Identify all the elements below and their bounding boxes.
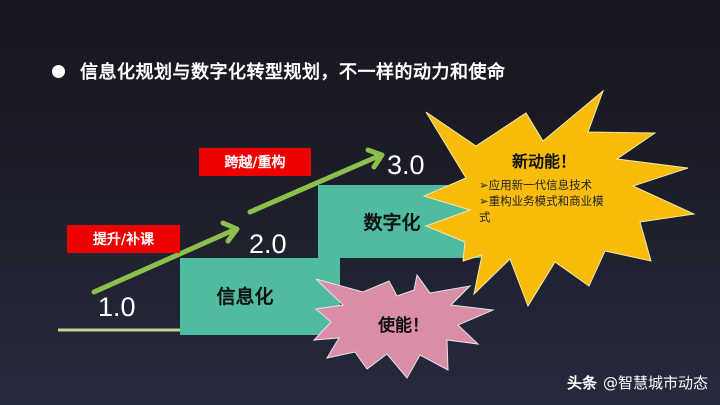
tag-upgrade: 提升/补课	[67, 225, 180, 253]
title-row: 信息化规划与数字化转型规划，不一样的动力和使命	[52, 58, 506, 84]
burst-new-energy	[422, 89, 696, 308]
level-2-label: 2.0	[249, 229, 287, 259]
burst-new-energy-title: 新动能！	[512, 152, 577, 171]
burst-empower	[312, 273, 495, 379]
bullet-icon	[52, 64, 65, 78]
level-1-label: 1.0	[98, 292, 136, 322]
list-item: ➢重构业务模式和商业模	[479, 194, 604, 208]
tag-leap: 跨越/重构	[199, 148, 311, 176]
burst-new-energy-list: ➢应用新一代信息技术 ➢重构业务模式和商业模 式	[479, 177, 629, 225]
burst-empower-title: 使能！	[378, 316, 429, 336]
list-item: ➢应用新一代信息技术	[479, 178, 593, 192]
watermark-source: 头条	[566, 374, 597, 392]
arrow-icon	[91, 220, 240, 295]
block-label: 数字化	[363, 212, 421, 234]
arrow-icon	[247, 147, 385, 215]
tag-label: 提升/补课	[92, 232, 155, 248]
watermark-handle: @智慧城市动态	[602, 374, 708, 392]
tag-label: 跨越/重构	[224, 155, 286, 171]
slide-title: 信息化规划与数字化转型规划，不一样的动力和使命	[80, 62, 506, 83]
list-item: 式	[479, 210, 491, 224]
block-label: 信息化	[216, 286, 274, 308]
level-3-label: 3.0	[387, 150, 425, 180]
watermark: 头条 @智慧城市动态	[567, 372, 708, 393]
block-informatization: 信息化	[180, 258, 340, 335]
